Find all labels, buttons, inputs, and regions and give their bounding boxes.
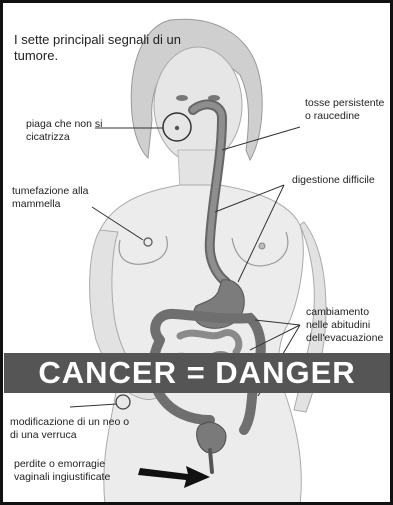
diagram-canvas: I sette principali segnali di un tumore.… xyxy=(0,0,393,505)
image-border xyxy=(0,0,393,505)
